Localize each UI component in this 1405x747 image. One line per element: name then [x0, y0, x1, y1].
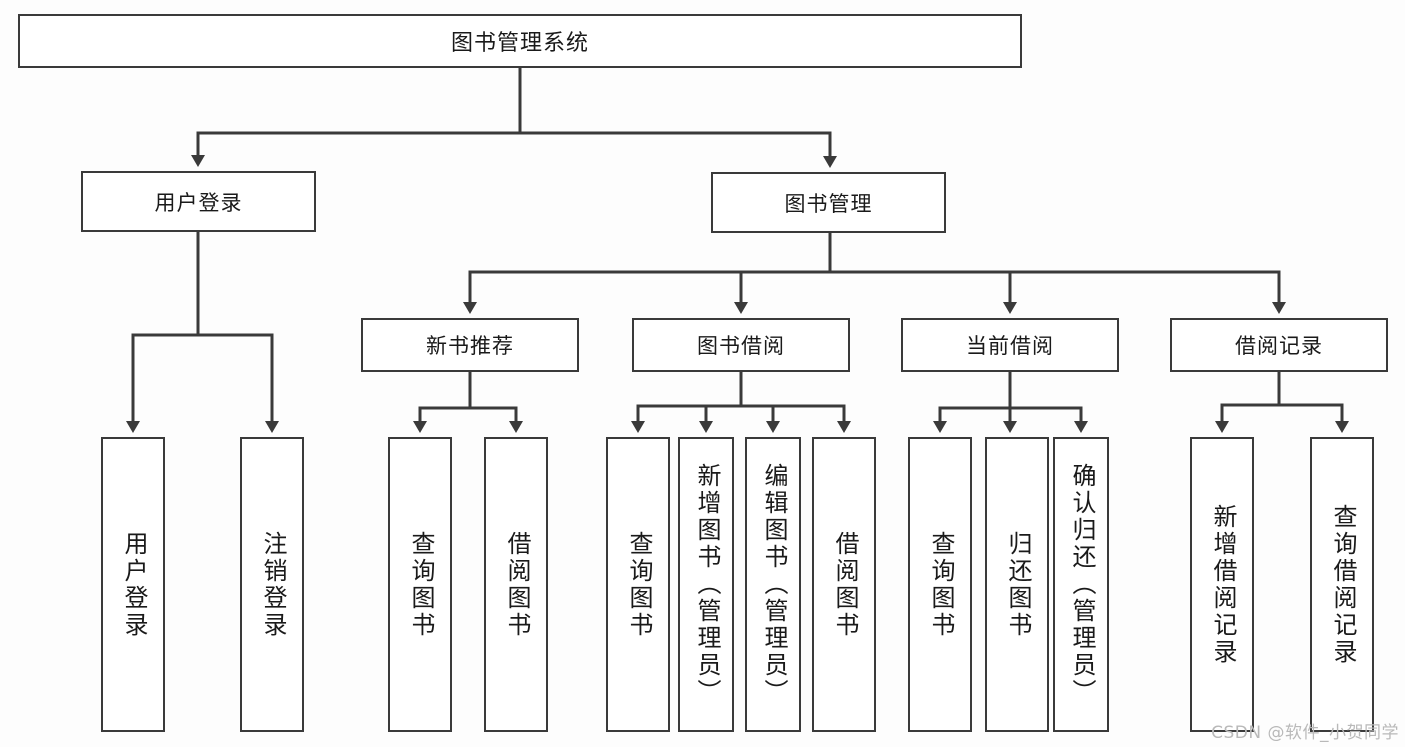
node-user-login[interactable]: 用户登录	[81, 171, 316, 232]
node-leaf-return-book[interactable]: 归还图书	[985, 437, 1049, 732]
node-book-manage[interactable]: 图书管理	[711, 172, 946, 233]
leaf-label: 查询图书	[406, 530, 435, 639]
node-leaf-user-login[interactable]: 用户登录	[101, 437, 165, 732]
leaf-label: 归还图书	[1003, 530, 1032, 639]
node-leaf-user-logout[interactable]: 注销登录	[240, 437, 304, 732]
node-leaf-query-book-1[interactable]: 查询图书	[388, 437, 452, 732]
node-book-borrow[interactable]: 图书借阅	[632, 318, 850, 372]
node-leaf-borrow-book-1[interactable]: 借阅图书	[484, 437, 548, 732]
node-new-book-recommend[interactable]: 新书推荐	[361, 318, 579, 372]
leaf-label: 查询图书	[624, 530, 653, 639]
leaf-label: 新增借阅记录	[1208, 503, 1237, 666]
node-leaf-confirm-return-admin[interactable]: 确认归还（管理员）	[1053, 437, 1109, 732]
node-current-borrow[interactable]: 当前借阅	[901, 318, 1119, 372]
leaf-label: 用户登录	[119, 530, 148, 639]
node-leaf-query-book-2[interactable]: 查询图书	[606, 437, 670, 732]
leaf-label: 确认归还（管理员）	[1067, 463, 1096, 706]
leaf-label: 编辑图书（管理员）	[759, 463, 788, 706]
node-leaf-query-borrow-record[interactable]: 查询借阅记录	[1310, 437, 1374, 732]
node-leaf-borrow-book-2[interactable]: 借阅图书	[812, 437, 876, 732]
leaf-label: 借阅图书	[502, 530, 531, 639]
node-borrow-record[interactable]: 借阅记录	[1170, 318, 1388, 372]
node-leaf-query-book-3[interactable]: 查询图书	[908, 437, 972, 732]
leaf-label: 新增图书（管理员）	[692, 463, 721, 706]
leaf-label: 查询图书	[926, 530, 955, 639]
node-root-system[interactable]: 图书管理系统	[18, 14, 1022, 68]
leaf-label: 查询借阅记录	[1328, 503, 1357, 666]
node-leaf-edit-book-admin[interactable]: 编辑图书（管理员）	[745, 437, 801, 732]
leaf-label: 借阅图书	[830, 530, 859, 639]
node-leaf-add-borrow-record[interactable]: 新增借阅记录	[1190, 437, 1254, 732]
node-leaf-add-book-admin[interactable]: 新增图书（管理员）	[678, 437, 734, 732]
leaf-label: 注销登录	[258, 530, 287, 639]
